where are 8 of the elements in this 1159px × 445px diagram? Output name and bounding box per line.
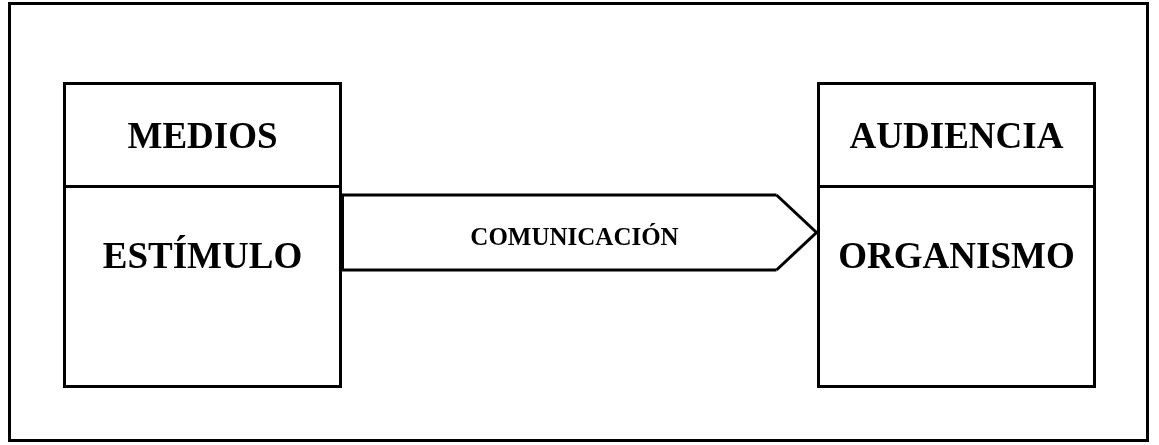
box-heading: MEDIOS bbox=[127, 113, 278, 157]
box-text: ESTÍMULO bbox=[102, 233, 303, 277]
edge-label: COMUNICACIÓN bbox=[470, 222, 679, 251]
split-box bbox=[817, 82, 1096, 388]
box-text: ORGANISMO bbox=[838, 233, 1075, 277]
split-box bbox=[63, 82, 342, 388]
block-arrow bbox=[341, 193, 818, 272]
box-heading: AUDIENCIA bbox=[849, 113, 1064, 157]
